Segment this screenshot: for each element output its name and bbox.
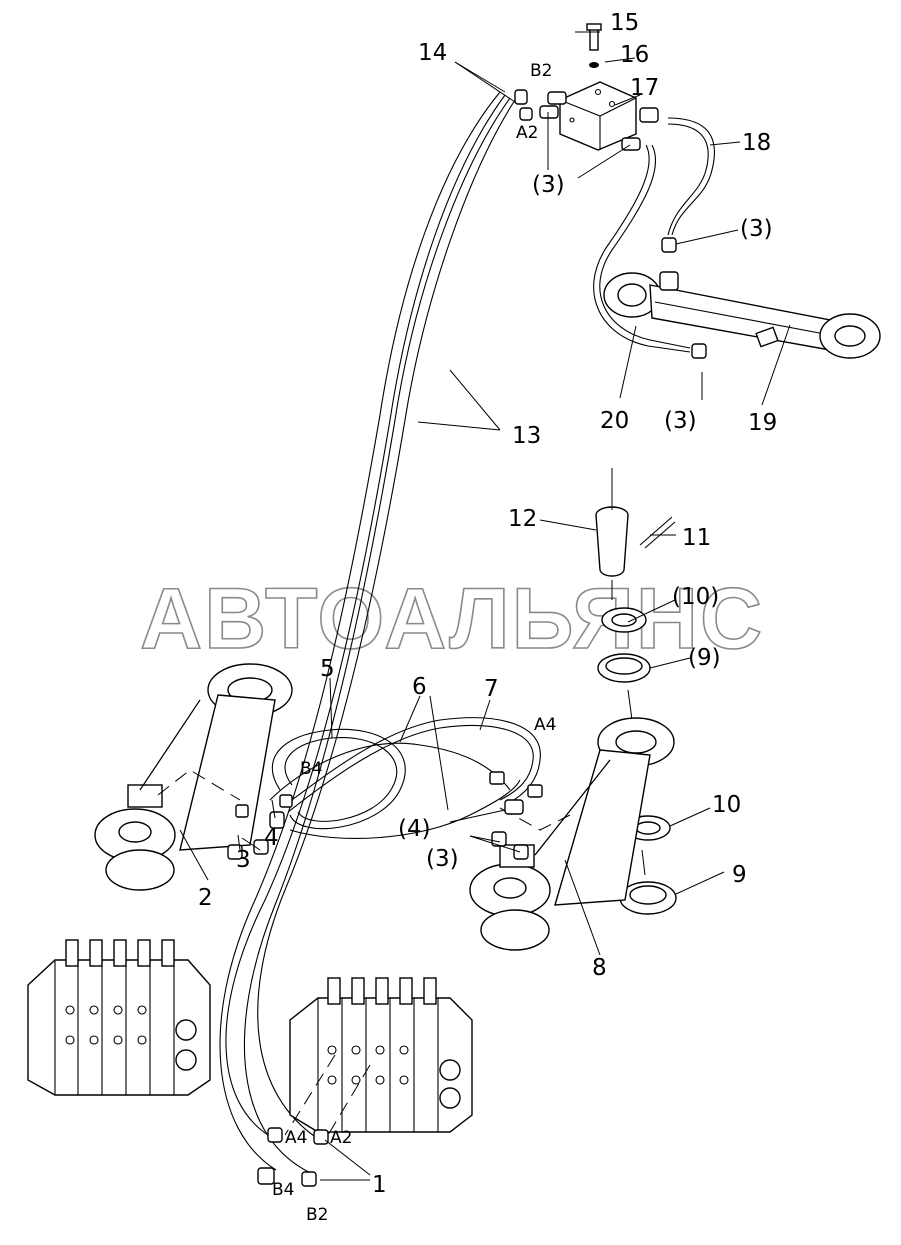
bolt-15 (586, 23, 602, 51)
hose-bundle-13 (219, 91, 516, 1176)
washer-16 (589, 62, 599, 68)
callout-3-cylinder-bottom: (3) (664, 408, 697, 434)
port-b2-bottom: B2 (306, 1205, 328, 1225)
callout-3-block: (3) (532, 172, 565, 198)
callout-17: 17 (630, 75, 659, 101)
callout-9-upper: (9) (688, 645, 721, 671)
callout-16: 16 (620, 42, 649, 68)
callout-12: 12 (508, 506, 537, 532)
hose-18 (667, 117, 715, 236)
callout-labels: 1 2 3 (3) (3) (3) (3) 4 (4) 5 6 7 8 9 (9… (198, 10, 777, 1198)
callout-4-right: (4) (398, 816, 431, 842)
seal-9-lower (619, 881, 677, 915)
valve-fittings-bottom (257, 1127, 329, 1187)
port-b2-top: B2 (530, 61, 552, 81)
port-a4-bottom: A4 (285, 1128, 307, 1148)
callout-20: 20 (600, 408, 629, 434)
cotter-pin-11 (639, 516, 676, 549)
cylinder-8-fittings (489, 771, 543, 860)
callout-5: 5 (320, 656, 335, 682)
callout-14: 14 (418, 40, 447, 66)
pin-12 (595, 506, 629, 577)
callout-10: 10 (712, 792, 741, 818)
callout-3: 3 (236, 847, 251, 873)
port-b4-mid: B4 (300, 759, 322, 779)
callout-13: 13 (512, 423, 541, 449)
seal-9-upper (597, 653, 651, 683)
block-17-fittings (514, 89, 659, 151)
callout-11: 11 (682, 525, 711, 551)
callout-19: 19 (748, 410, 777, 436)
port-a2-bottom: A2 (330, 1128, 352, 1148)
callout-18: 18 (742, 130, 771, 156)
lift-cylinder-19 (603, 237, 881, 359)
callout-6: 6 (412, 674, 427, 700)
callout-10-upper: (10) (672, 584, 719, 610)
hose-20 (593, 144, 691, 353)
control-valve-left (27, 939, 211, 1096)
callout-7: 7 (484, 676, 499, 702)
callout-15: 15 (610, 10, 639, 36)
callout-8: 8 (592, 955, 607, 981)
port-b4-bottom: B4 (272, 1180, 294, 1200)
hoses-5-6-7 (269, 717, 541, 839)
callout-3-right: (3) (426, 846, 459, 872)
callout-3-cylinder-top: (3) (740, 216, 773, 242)
cylinder-2-fittings (227, 794, 293, 860)
callout-1: 1 (372, 1172, 387, 1198)
control-valve-right (289, 977, 473, 1133)
watermark-text: АВТОАЛЬЯНС (140, 571, 764, 667)
cylinder-2 (94, 663, 293, 891)
bushing-10-upper (601, 607, 647, 633)
cylinder-8 (469, 717, 675, 951)
leader-lines (179, 31, 791, 1181)
port-labels: B2 A2 B4 A4 A4 A2 B4 B2 (272, 61, 556, 1225)
port-a4-mid: A4 (534, 715, 556, 735)
callout-4: 4 (264, 825, 279, 851)
distribution-block-17 (559, 81, 637, 151)
port-a2-top: A2 (516, 123, 538, 143)
callout-9: 9 (732, 862, 747, 888)
callout-2: 2 (198, 885, 213, 911)
